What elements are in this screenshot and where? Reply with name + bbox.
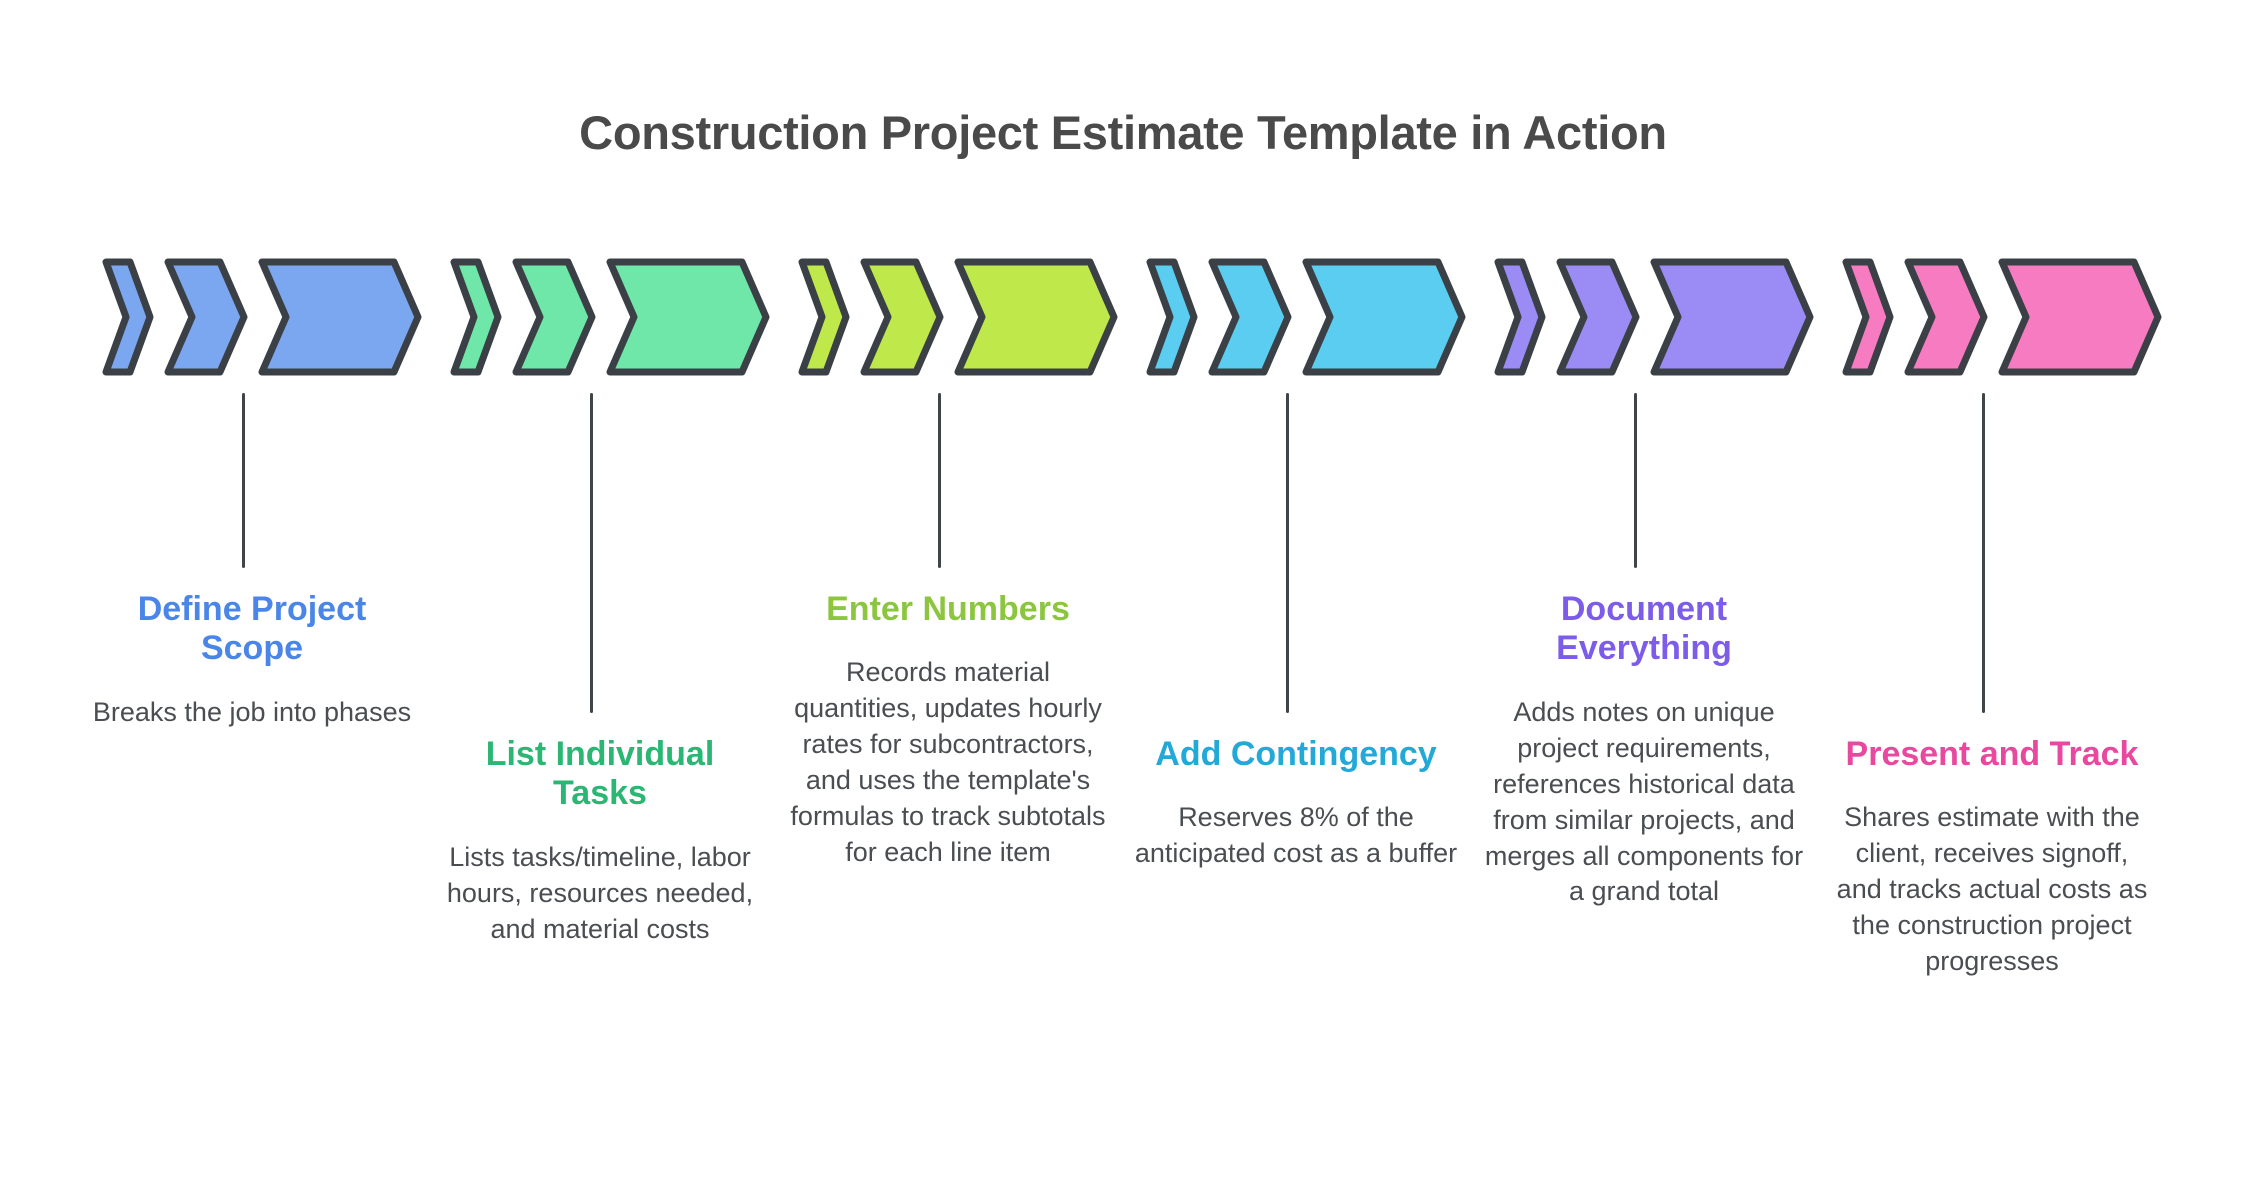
step-connector-line: [1982, 393, 1985, 713]
step-connector-line: [590, 393, 593, 713]
step-text-block: Add Contingency Reserves 8% of the antic…: [1116, 735, 1476, 872]
step-connector-line: [1634, 393, 1637, 568]
chevron-medium-icon: [860, 258, 944, 376]
step-text-block: List Individual Tasks Lists tasks/timeli…: [420, 735, 780, 948]
chevron-medium-icon: [1208, 258, 1292, 376]
chevron-small-icon: [1146, 258, 1198, 376]
step-description-3: Records material quantities, updates hou…: [790, 657, 1106, 867]
chevron-small-icon: [450, 258, 502, 376]
step-description-6: Shares estimate with the client, receive…: [1836, 802, 2148, 977]
step-description-1: Breaks the job into phases: [92, 696, 412, 727]
chevron-large-icon: [954, 258, 1118, 376]
chevron-large-icon: [258, 258, 422, 376]
chevron-medium-icon: [512, 258, 596, 376]
process-step-1: Define Project Scope Breaks the job into…: [72, 0, 432, 1198]
chevron-medium-icon: [1904, 258, 1988, 376]
step-text-block: Define Project Scope Breaks the job into…: [72, 590, 432, 731]
chevron-small-icon: [798, 258, 850, 376]
triple-chevron-right-icon: [1494, 258, 1814, 376]
chevron-large-icon: [606, 258, 770, 376]
step-description-5: Adds notes on unique project requirement…: [1484, 696, 1804, 907]
step-title-5: Document Everything: [1556, 590, 1732, 668]
chevron-large-icon: [1302, 258, 1466, 376]
process-step-6: Present and Track Shares estimate with t…: [1812, 0, 2172, 1198]
process-step-2: List Individual Tasks Lists tasks/timeli…: [420, 0, 780, 1198]
step-connector-line: [938, 393, 941, 568]
step-text-block: Enter Numbers Records material quantitie…: [768, 590, 1128, 871]
step-connector-line: [242, 393, 245, 568]
step-title-3: Enter Numbers: [826, 590, 1070, 628]
chevron-small-icon: [1494, 258, 1546, 376]
triple-chevron-right-icon: [1842, 258, 2162, 376]
page-title: Construction Project Estimate Template i…: [579, 106, 1667, 159]
process-step-5: Document Everything Adds notes on unique…: [1464, 0, 1824, 1198]
step-text-block: Document Everything Adds notes on unique…: [1464, 590, 1824, 910]
step-description-2: Lists tasks/timeline, labor hours, resou…: [446, 841, 754, 944]
triple-chevron-right-icon: [450, 258, 770, 376]
chevron-large-icon: [1650, 258, 1814, 376]
process-step-4: Add Contingency Reserves 8% of the antic…: [1116, 0, 1476, 1198]
step-connector-line: [1286, 393, 1289, 713]
chevron-medium-icon: [1556, 258, 1640, 376]
triple-chevron-right-icon: [102, 258, 422, 376]
triple-chevron-right-icon: [798, 258, 1118, 376]
chevron-large-icon: [1998, 258, 2162, 376]
process-step-3: Enter Numbers Records material quantitie…: [768, 0, 1128, 1198]
step-description-4: Reserves 8% of the anticipated cost as a…: [1134, 802, 1458, 869]
step-title-4: Add Contingency: [1155, 735, 1437, 773]
step-text-block: Present and Track Shares estimate with t…: [1812, 735, 2172, 980]
chevron-small-icon: [1842, 258, 1894, 376]
triple-chevron-right-icon: [1146, 258, 1466, 376]
step-title-1: Define Project Scope: [137, 590, 367, 668]
chevron-medium-icon: [164, 258, 248, 376]
step-title-6: Present and Track: [1845, 735, 2139, 773]
chevron-small-icon: [102, 258, 154, 376]
step-title-2: List Individual Tasks: [485, 735, 715, 813]
